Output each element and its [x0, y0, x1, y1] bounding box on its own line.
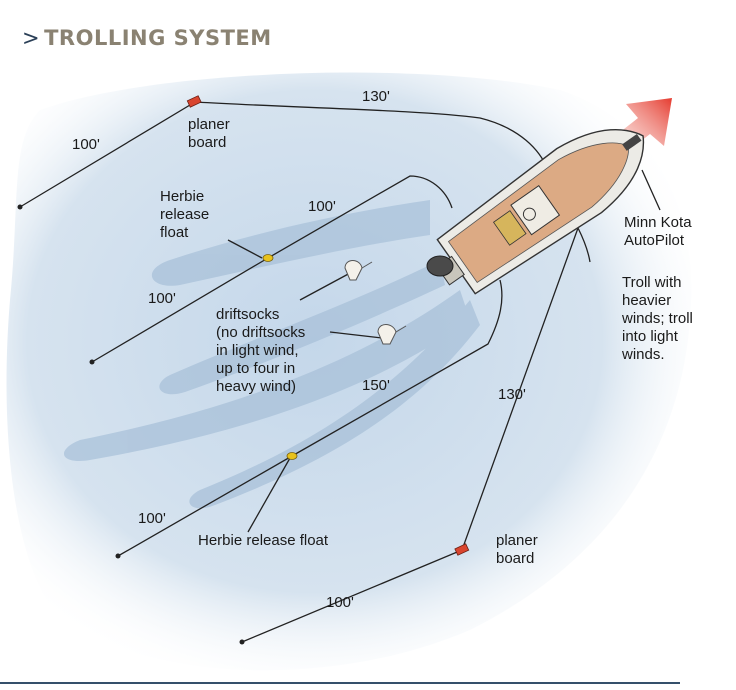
upper-line: [91, 175, 453, 363]
label-line-130-top: 130': [362, 88, 390, 105]
wheel: [522, 207, 536, 221]
top-planer-line: [19, 101, 549, 208]
label-line-100-top-left: 100': [72, 136, 100, 153]
label-driftsocks: driftsocks (no driftsocks in light wind,…: [216, 306, 306, 395]
title-text: TROLLING SYSTEM: [44, 26, 272, 50]
boat: [436, 129, 645, 295]
label-autopilot: Minn Kota AutoPilot: [624, 214, 692, 249]
herbie-float-bottom: [286, 452, 298, 460]
trolling-motor: [622, 134, 642, 151]
label-line-130-right: 130': [498, 386, 526, 403]
label-line-100-mid: 100': [308, 198, 336, 215]
line-ends: [17, 204, 245, 645]
chevron-right-icon: >: [22, 26, 41, 50]
label-line-100-bottom: 100': [326, 594, 354, 611]
label-line-100-left-mid: 100': [148, 290, 176, 307]
page-title: >TROLLING SYSTEM: [22, 26, 272, 50]
driftsock-1: [344, 260, 373, 281]
label-top-planer-board: planer board: [188, 116, 230, 151]
autopilot-leader: [641, 169, 661, 211]
motor-cover: [426, 255, 454, 277]
float-leader-bottom: [247, 457, 291, 533]
label-bottom-planer-board: planer board: [496, 532, 538, 567]
console: [510, 184, 561, 236]
bottom-planer-board: [454, 543, 470, 556]
label-herbie-float-bottom: Herbie release float: [198, 532, 329, 549]
label-line-100-bottom-left: 100': [138, 510, 166, 527]
label-herbie-float-top: Herbie release float: [160, 188, 210, 241]
label-troll-note: Troll with heavier winds; troll into lig…: [622, 274, 693, 363]
lower-line: [117, 279, 503, 557]
driftsock-leader-1: [299, 271, 353, 301]
driftsock-2: [377, 324, 407, 345]
herbie-float-top: [262, 254, 274, 262]
boat-wake: [63, 200, 481, 509]
top-planer-board: [186, 95, 202, 108]
seat: [492, 210, 527, 246]
bottom-rule: [0, 682, 680, 684]
float-leader-top: [227, 239, 263, 259]
label-line-150: 150': [362, 377, 390, 394]
driftsock-leader-2: [329, 331, 383, 339]
